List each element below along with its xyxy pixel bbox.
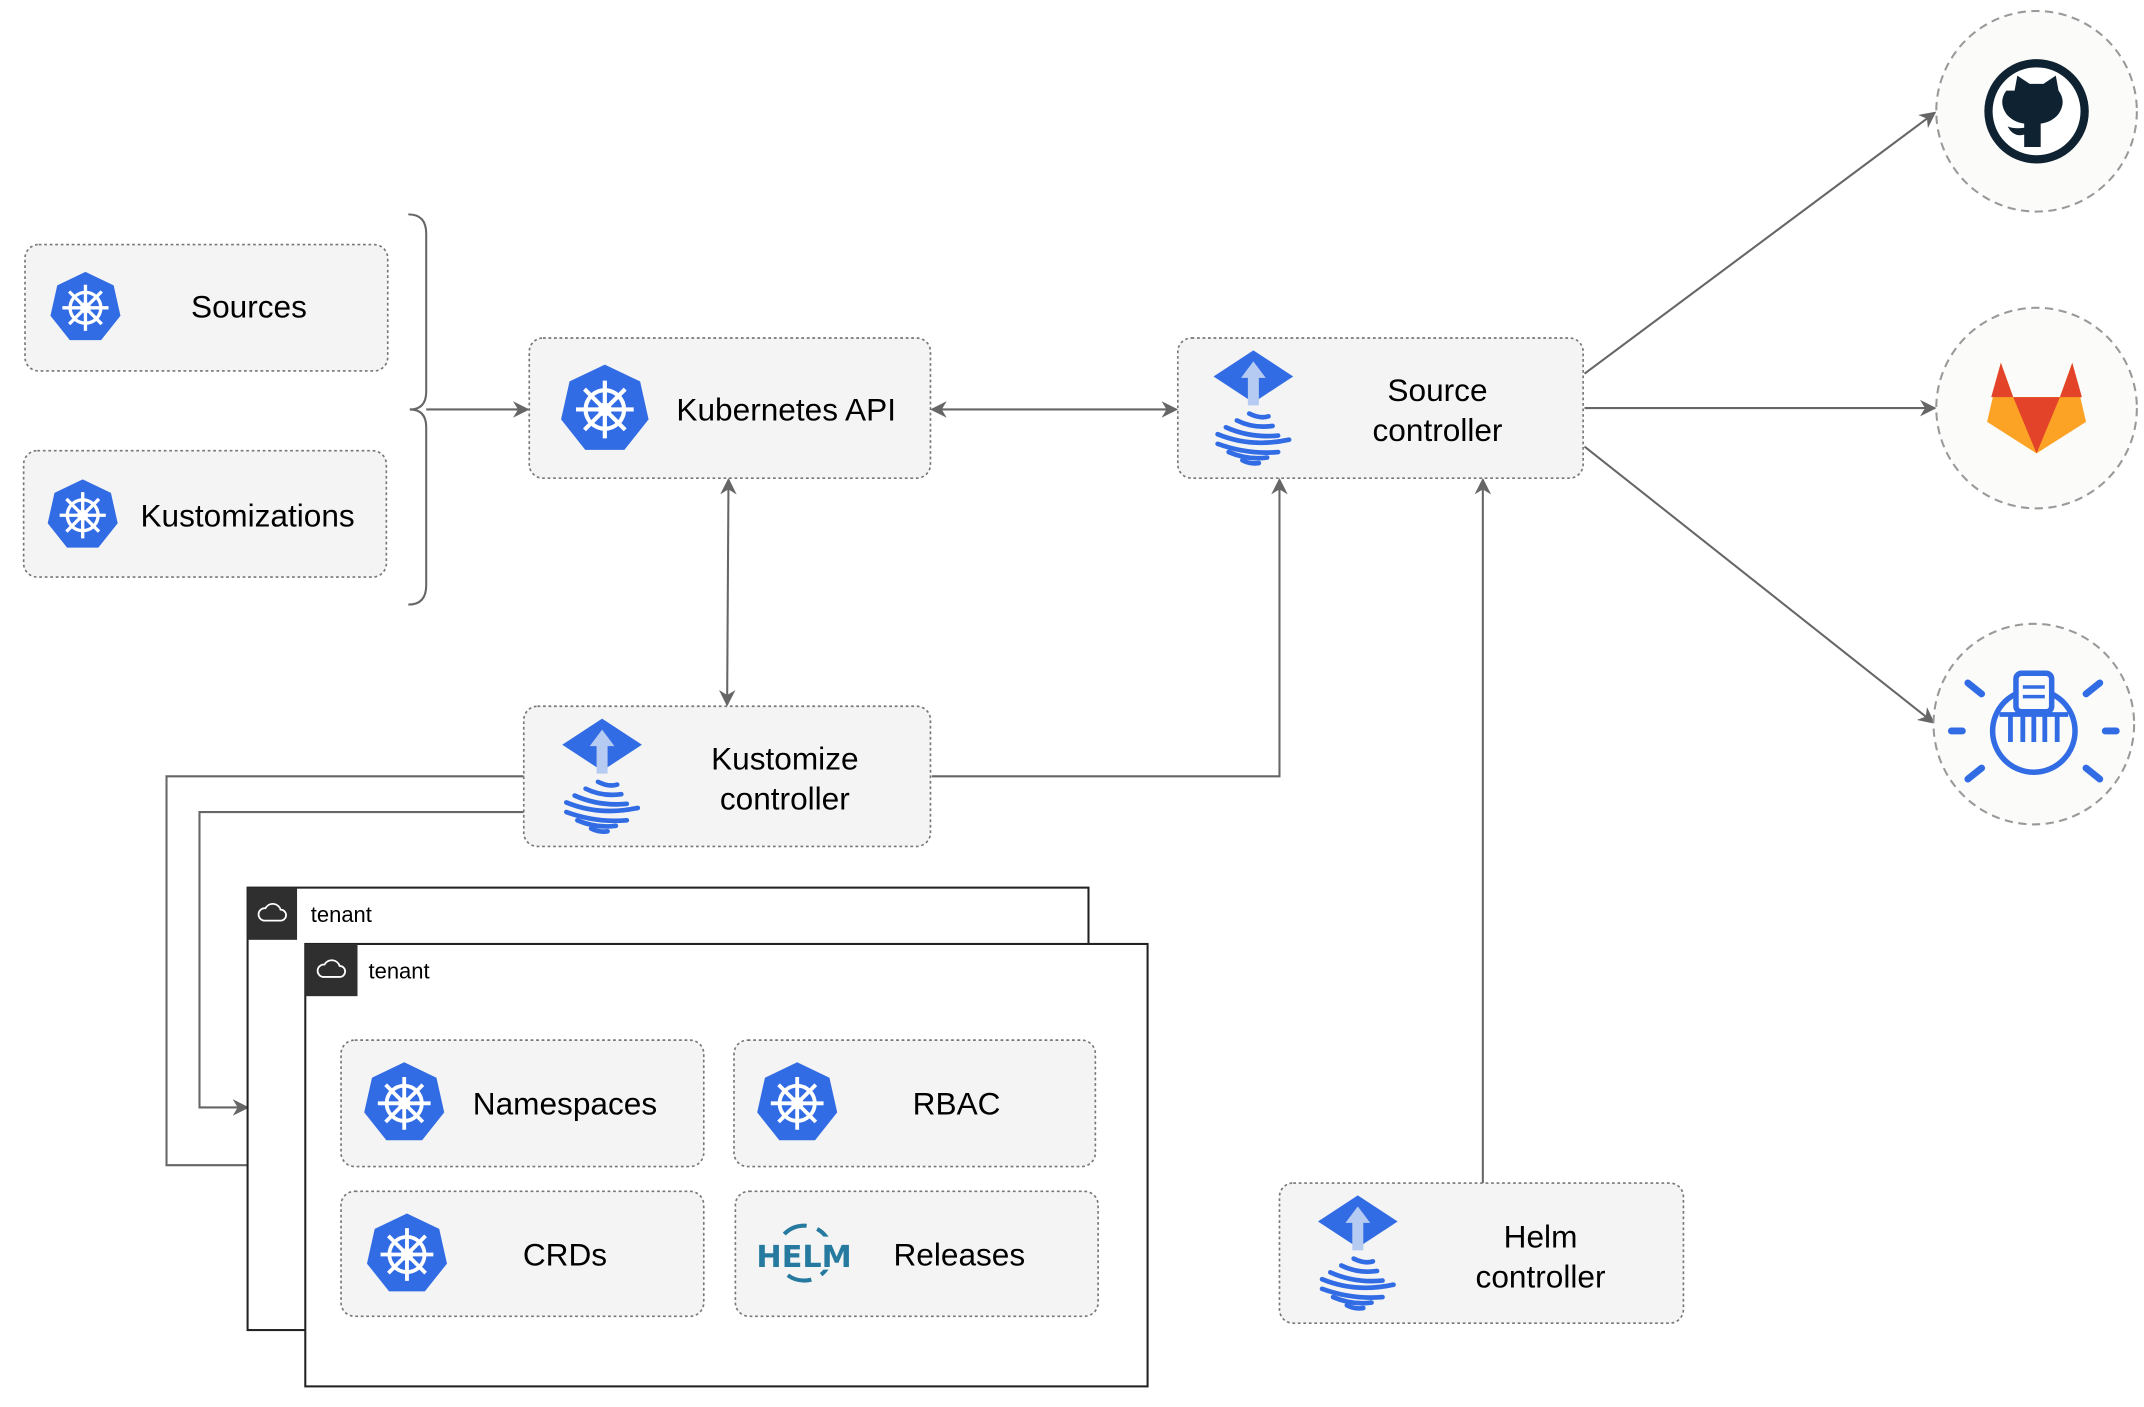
edge-kustomize-to-source xyxy=(931,477,1288,778)
node-label: controller xyxy=(1373,412,1503,448)
helm-repository-source[interactable] xyxy=(1932,622,2136,826)
tenant-label: tenant xyxy=(369,958,430,983)
node-kustomizations[interactable]: Kustomizations xyxy=(22,449,388,578)
edge-source-to-github xyxy=(1583,111,1937,375)
node-source-controller[interactable]: Source controller xyxy=(1176,337,1584,479)
node-rbac[interactable]: RBAC xyxy=(733,1039,1097,1168)
gitlab-source[interactable] xyxy=(1935,306,2138,510)
node-namespaces[interactable]: Namespaces xyxy=(340,1039,705,1168)
github-icon xyxy=(1984,59,2089,164)
node-label: Kustomize xyxy=(711,740,858,776)
edges xyxy=(165,111,1937,1184)
node-label: Namespaces xyxy=(473,1085,657,1121)
node-label: controller xyxy=(720,780,850,816)
node-label: RBAC xyxy=(913,1085,1001,1121)
edge-source-to-helmrepo xyxy=(1583,445,1935,724)
edge-kustomize-to-tenant-back xyxy=(198,811,524,1116)
node-label: Releases xyxy=(893,1236,1025,1272)
gitlab-icon xyxy=(1987,362,2087,454)
node-releases[interactable]: HELM Releases xyxy=(734,1190,1099,1318)
helm-repository-icon xyxy=(1947,670,2120,783)
node-label: Helm xyxy=(1504,1219,1578,1255)
node-kustomize-controller[interactable]: Kustomize controller xyxy=(522,705,932,848)
node-label: Kubernetes API xyxy=(676,391,896,427)
node-label: Sources xyxy=(191,288,307,324)
node-label: controller xyxy=(1476,1258,1606,1294)
bracket xyxy=(408,213,428,606)
svg-text:HELM: HELM xyxy=(756,1240,851,1275)
node-sources[interactable]: Sources xyxy=(24,243,389,372)
node-crds[interactable]: CRDs xyxy=(340,1190,705,1318)
edge-kustomize-to-tenant-front xyxy=(165,775,524,1174)
node-helm-controller[interactable]: Helm controller xyxy=(1278,1182,1685,1325)
node-label: Source xyxy=(1387,372,1487,408)
edge-api-kustomize xyxy=(718,477,737,707)
helm-icon: HELM xyxy=(755,1223,853,1283)
node-label: Kustomizations xyxy=(140,497,354,533)
node-label: CRDs xyxy=(523,1236,607,1272)
tenant-label: tenant xyxy=(311,902,372,927)
node-kubernetes-api[interactable]: Kubernetes API xyxy=(528,337,932,479)
github-source[interactable] xyxy=(1935,9,2138,213)
